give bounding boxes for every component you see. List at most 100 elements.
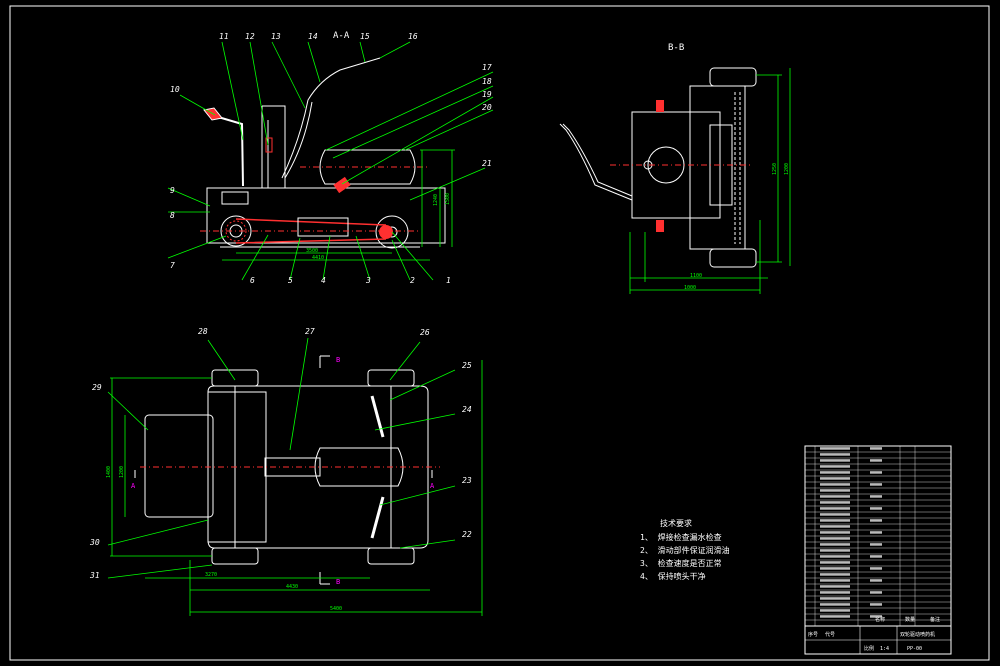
aa-column xyxy=(261,105,286,188)
aa-right-sprocket xyxy=(379,225,393,239)
balloon-30: 30 xyxy=(89,538,100,547)
bom-code-glyph xyxy=(820,549,850,552)
bom-name-glyph xyxy=(870,555,882,558)
bom-code-glyph xyxy=(820,477,850,480)
aa-leaders xyxy=(167,41,494,281)
view-plan: B B A A 1400 1200 3270 4430 5400 xyxy=(89,327,483,616)
plan-dim-4: 5400 xyxy=(330,606,342,612)
technical-requirements: 技术要求 1、 焊接检查漏水检查 2、 滑动部件保证润滑油 3、 检查速度是否正… xyxy=(640,518,730,581)
bb-rail xyxy=(734,92,741,244)
bom-name-glyph xyxy=(870,471,882,474)
plan-section-arrows xyxy=(134,355,433,585)
bom-name-glyph xyxy=(870,483,882,486)
bom-code-glyph xyxy=(820,537,850,540)
balloon-26: 26 xyxy=(420,328,430,337)
balloon-2: 2 xyxy=(410,276,415,285)
balloon-10: 10 xyxy=(170,85,180,94)
plan-section-bottom: B xyxy=(336,578,340,586)
aa-column-window xyxy=(265,137,273,153)
plan-leaders xyxy=(107,337,456,579)
aa-left-sprocket xyxy=(225,220,247,242)
tech-req-item-2: 2、 滑动部件保证润滑油 xyxy=(640,545,730,555)
balloon-21: 21 xyxy=(482,159,492,168)
balloon-5: 5 xyxy=(288,276,293,285)
bom-name-glyph xyxy=(870,603,882,606)
aa-right-wheel xyxy=(375,215,409,249)
bom-name-glyph xyxy=(870,447,882,450)
bom-code-glyph xyxy=(820,579,850,582)
aa-hose-2 xyxy=(284,101,313,179)
bom-name-glyph xyxy=(870,459,882,462)
bom-code-glyph xyxy=(820,507,850,510)
aa-dim-2: 1240 xyxy=(433,194,439,206)
balloon-31: 31 xyxy=(89,571,100,580)
view-aa-title: A-A xyxy=(333,31,350,41)
tech-req-item-1: 1、 焊接检查漏水检查 xyxy=(640,532,722,542)
aa-balloon-labels: 1 2 3 4 5 6 7 8 9 10 11 12 13 14 15 16 1… xyxy=(170,32,492,285)
bom-code-glyph xyxy=(820,525,850,528)
aa-left-wheel xyxy=(220,215,252,247)
aa-tank xyxy=(319,149,416,185)
title-drawing-title: 双轮驱动喷药机 xyxy=(900,631,935,638)
bom-code-glyph xyxy=(820,471,850,474)
bom-code-glyph xyxy=(820,591,850,594)
aa-chain xyxy=(235,218,387,244)
plan-wheel-bl xyxy=(211,547,259,565)
plan-section-right: A xyxy=(430,482,435,490)
plan-wheel-tl xyxy=(211,369,259,387)
title-footer-cell-4: 备注 xyxy=(930,616,940,623)
plan-dimensions xyxy=(110,360,483,616)
balloon-25: 25 xyxy=(462,361,472,370)
title-footer-cell-2: 名称 xyxy=(875,616,885,623)
balloon-4: 4 xyxy=(321,276,326,285)
plan-steering-link xyxy=(370,395,385,539)
balloon-8: 8 xyxy=(170,211,175,220)
bom-code-glyph xyxy=(820,567,850,570)
bb-wheel-top xyxy=(709,67,757,87)
bb-caster-bottom xyxy=(656,220,664,232)
plan-tank xyxy=(314,447,404,487)
balloon-9: 9 xyxy=(170,186,175,195)
bb-dim-0: 1250 xyxy=(772,163,778,175)
plan-wheel-tr xyxy=(367,369,415,387)
title-footer-cell-0: 序号 xyxy=(808,631,818,638)
balloon-24: 24 xyxy=(462,405,472,414)
bom-code-glyph xyxy=(820,561,850,564)
balloon-22: 22 xyxy=(462,530,472,539)
bom-code-glyph xyxy=(820,483,850,486)
balloon-12: 12 xyxy=(245,32,255,41)
bb-hose xyxy=(559,123,633,201)
bom-code-glyph xyxy=(820,615,850,618)
aa-dim-3: 1500 xyxy=(445,193,451,205)
bom-code-glyph xyxy=(820,519,850,522)
bom-code-glyph xyxy=(820,543,850,546)
bb-side-frame xyxy=(689,85,746,250)
aa-dim-1: 4410 xyxy=(312,255,324,261)
view-aa: A-A xyxy=(167,31,494,285)
bb-dim-1: 1200 xyxy=(784,163,790,175)
title-scale-value: 1:4 xyxy=(880,646,889,652)
drawing-frame xyxy=(9,5,990,661)
title-drawing-no: PP-00 xyxy=(907,646,922,652)
bom-code-glyph xyxy=(820,603,850,606)
aa-lever xyxy=(207,113,244,187)
bb-caster-top xyxy=(656,100,664,112)
balloon-28: 28 xyxy=(198,327,208,336)
bom-code-glyph xyxy=(820,489,850,492)
bb-dim-2: 1100 xyxy=(690,273,702,279)
balloon-17: 17 xyxy=(482,63,492,72)
bom-code-glyph xyxy=(820,513,850,516)
plan-section-top: B xyxy=(336,356,340,364)
plan-chassis xyxy=(207,385,429,549)
balloon-19: 19 xyxy=(482,90,492,99)
bom-code-glyph xyxy=(820,447,850,450)
bom-code-glyph xyxy=(820,609,850,612)
balloon-6: 6 xyxy=(250,276,255,285)
plan-balloon-labels: 22 23 24 25 26 27 28 29 30 31 xyxy=(89,327,472,580)
aa-motor xyxy=(297,217,349,237)
balloon-29: 29 xyxy=(92,383,102,392)
bom-code-glyph xyxy=(820,501,850,504)
bom-code-glyph xyxy=(820,555,850,558)
balloon-16: 16 xyxy=(408,32,418,41)
